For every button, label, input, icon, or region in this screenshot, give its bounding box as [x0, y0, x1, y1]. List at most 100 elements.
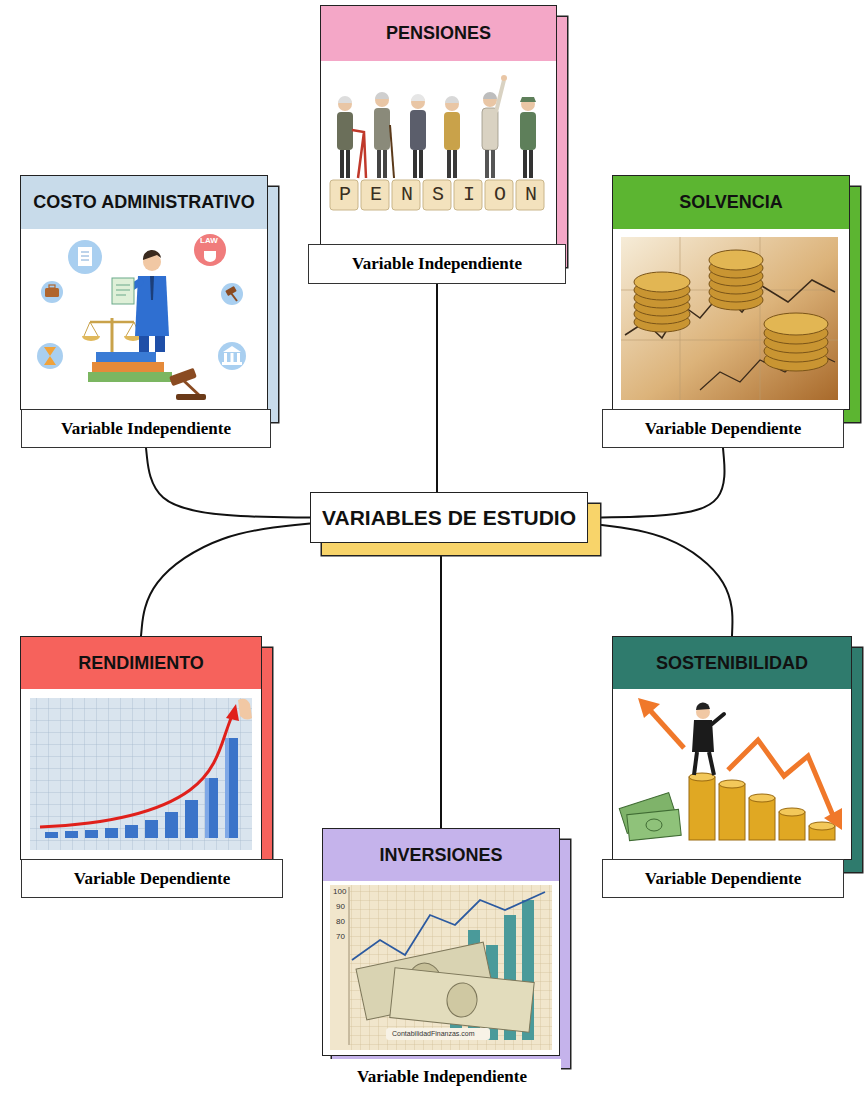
variable-type-tag: Variable Independiente	[308, 244, 566, 284]
admin-cost-illustration-part	[204, 251, 216, 262]
admin-cost-illustration-part	[88, 372, 172, 382]
performance-illustration-part	[226, 704, 239, 721]
variable-card: RENDIMIENTOVariable Dependiente	[20, 636, 262, 860]
card-header: COSTO ADMINISTRATIVO	[21, 176, 267, 229]
card-title: PENSIONES	[386, 23, 491, 44]
admin-cost-illustration-part	[90, 322, 98, 336]
performance-illustration-part	[30, 698, 252, 850]
performance-illustration-part	[30, 698, 252, 850]
pension-illustration-part	[340, 150, 344, 178]
pension-illustration-part	[501, 75, 507, 81]
admin-cost-illustration-part	[81, 256, 89, 257]
admin-cost-illustration-part	[169, 368, 197, 386]
admin-cost-illustration-part	[183, 380, 200, 396]
connector-line	[436, 284, 438, 492]
pension-illustration-part	[411, 95, 425, 109]
admin-cost-illustration-part	[68, 240, 102, 274]
admin-cost-illustration-part	[237, 353, 240, 362]
admin-cost-illustration-part	[176, 394, 206, 400]
investment-illustration-part	[349, 887, 350, 1045]
pension-illustration-part	[496, 80, 504, 112]
variable-type: Variable Dependiente	[74, 869, 231, 889]
variable-card: COSTO ADMINISTRATIVOVariable Independien…	[20, 175, 268, 410]
admin-cost-illustration-part	[41, 281, 63, 303]
investment-illustration-part	[350, 885, 552, 1050]
card-header: SOLVENCIA	[613, 176, 849, 229]
pension-illustration-part	[383, 150, 387, 178]
performance-illustration-part	[40, 716, 232, 827]
sustainability-illustration-part	[689, 777, 715, 840]
investment-illustration-part	[445, 982, 478, 1019]
sustainability-illustration-part	[749, 794, 775, 802]
card-header: RENDIMIENTO	[21, 637, 261, 689]
connector-line	[588, 448, 725, 518]
connector-line	[146, 448, 310, 518]
admin-cost-illustration-part	[116, 290, 130, 291]
sustainability-illustration-part	[646, 819, 662, 831]
pension-illustration-part	[410, 110, 426, 150]
variable-type: Variable Dependiente	[645, 869, 802, 889]
solvency-illustration-part	[709, 250, 763, 270]
variable-type-tag: Variable Dependiente	[602, 409, 844, 448]
pension-illustration-part	[338, 96, 352, 103]
admin-cost-illustration-part	[112, 278, 134, 304]
connector-line	[588, 524, 732, 636]
admin-cost-illustration-part	[82, 336, 100, 341]
admin-cost-illustration-part	[44, 347, 56, 365]
pension-illustration-part	[482, 108, 498, 150]
pension-illustration-part	[390, 125, 394, 178]
admin-cost-illustration-part	[126, 322, 134, 336]
sustainability-illustration-part	[719, 780, 745, 788]
variable-type-tag: Variable Independiente	[21, 409, 271, 448]
card-title: SOLVENCIA	[679, 192, 783, 213]
sustainability-illustration-part	[712, 714, 724, 724]
connector-line	[440, 543, 442, 828]
variable-card: PENSIONESVariable Independiente	[320, 5, 557, 255]
admin-cost-illustration-part	[90, 321, 134, 324]
investment-illustration-part	[386, 1028, 490, 1040]
performance-illustration-part	[65, 831, 78, 838]
admin-cost-illustration-part	[155, 336, 165, 352]
sustainability-illustration-part	[728, 740, 834, 818]
sustainability-illustration-part	[627, 809, 681, 840]
performance-illustration-part	[145, 820, 158, 838]
sustainability-illustration-part	[694, 752, 697, 775]
pension-illustration-part	[338, 97, 352, 111]
variable-card: INVERSIONESVariable Independiente	[322, 828, 560, 1056]
admin-cost-illustration-part	[116, 295, 126, 296]
admin-cost-illustration	[37, 234, 246, 400]
card-header: PENSIONES	[321, 6, 556, 61]
variable-type: Variable Independiente	[357, 1067, 527, 1087]
admin-cost-illustration-part	[78, 247, 92, 266]
admin-cost-illustration-part	[218, 342, 246, 370]
connector-line	[141, 524, 310, 636]
investment-illustration	[330, 885, 552, 1050]
admin-cost-illustration-part	[96, 352, 156, 362]
admin-cost-illustration-part	[143, 250, 161, 260]
pension-illustration-part	[491, 150, 495, 178]
pension-illustration-part	[447, 150, 451, 178]
admin-cost-illustration-part	[231, 293, 237, 301]
investment-illustration-part	[390, 968, 534, 1032]
pension-illustration-part	[375, 92, 389, 99]
admin-cost-illustration-part	[49, 285, 55, 288]
performance-illustration-part	[238, 699, 252, 720]
performance-illustration-part	[185, 800, 198, 838]
central-topic-box: VARIABLES DE ESTUDIO	[310, 492, 588, 543]
pension-illustration-part	[453, 150, 457, 178]
sustainability-illustration-part	[638, 698, 660, 718]
pension-illustration-part	[419, 150, 423, 178]
pension-illustration-part	[520, 97, 536, 102]
admin-cost-illustration-part	[222, 362, 242, 365]
image-text: LAW	[200, 237, 218, 245]
image-text: 90	[336, 903, 345, 911]
central-topic: VARIABLES DE ESTUDIO	[322, 506, 576, 530]
sustainability-illustration	[619, 698, 842, 841]
performance-illustration-part	[205, 778, 218, 838]
pension-illustration-part	[483, 93, 497, 107]
card-header: SOSTENIBILIDAD	[613, 637, 851, 689]
pension-illustration-part	[521, 97, 535, 111]
admin-cost-illustration-part	[37, 343, 63, 369]
pension-illustration-part	[483, 92, 497, 99]
